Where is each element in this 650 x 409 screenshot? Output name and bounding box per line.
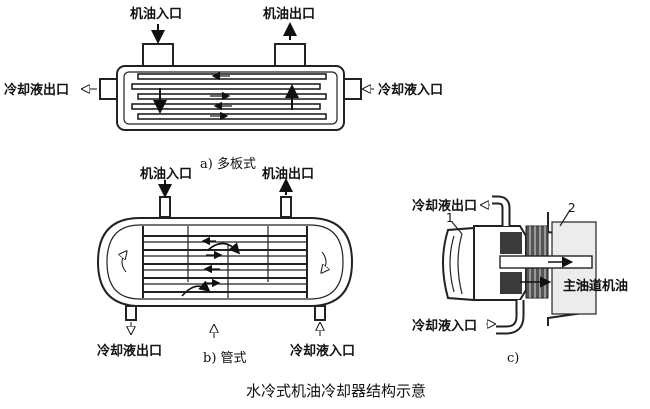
figure-a-plate-cooler: 机油入口 机油出口 冷却液出口 冷却液入口 a) 多板式 — [4, 6, 443, 172]
a-coolant-outlet-nozzle — [99, 78, 118, 100]
a-coolant-in-label: 冷却液入口 — [378, 82, 443, 98]
c-coolant-out-label: 冷却液出口 — [412, 198, 477, 214]
b-coolant-out-label: 冷却液出口 — [97, 343, 162, 359]
b-oil-out-label: 机油出口 — [262, 166, 314, 182]
figure-c-mounted-cooler: 冷却液出口 冷却液入口 主油道机油 1 2 c) — [412, 195, 628, 366]
c-caption: c) — [507, 351, 519, 366]
b-oil-in-label: 机油入口 — [140, 166, 192, 182]
b-inner-shell — [106, 224, 344, 300]
b-oil-inlet-port — [159, 196, 171, 218]
figure-b-tube-cooler: 机油入口 机油出口 冷却液出口 冷却液入口 b) 管式 — [96, 166, 355, 366]
a-coolant-out-label: 冷却液出口 — [4, 82, 69, 98]
a-oil-outlet-port — [274, 43, 306, 69]
c-part-1-label: 1 — [446, 211, 454, 225]
b-tube-bundle — [143, 235, 307, 293]
b-caption: b) 管式 — [203, 351, 247, 366]
c-part-2-label: 2 — [568, 201, 576, 215]
a-inner-shell — [123, 71, 338, 125]
figure-title: 水冷式机油冷却器结构示意 — [246, 382, 426, 400]
c-plate-stack — [525, 225, 549, 299]
a-oil-in-label: 机油入口 — [130, 6, 182, 22]
c-main-gallery-label: 主油道机油 — [563, 278, 628, 294]
c-oil-gallery-tube — [499, 255, 593, 269]
b-oil-outlet-port — [280, 196, 292, 218]
a-oil-out-label: 机油出口 — [263, 6, 315, 22]
a-oil-inlet-port — [142, 43, 174, 69]
c-coolant-in-label: 冷却液入口 — [412, 318, 477, 334]
a-caption: a) 多板式 — [200, 156, 256, 172]
a-coolant-inlet-nozzle — [343, 78, 362, 100]
b-coolant-in-label: 冷却液入口 — [290, 343, 355, 359]
